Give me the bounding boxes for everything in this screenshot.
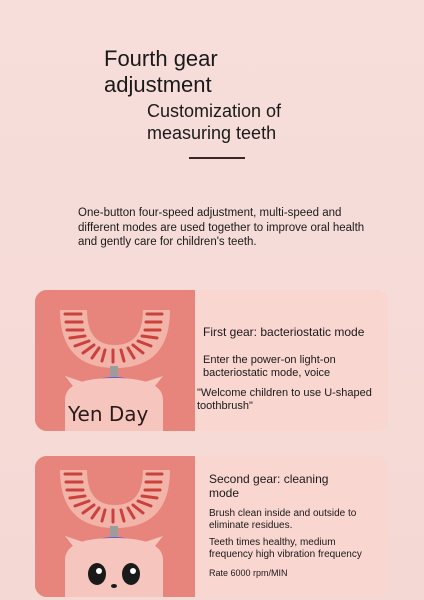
page-title: Fourth gear adjustment [104, 46, 218, 98]
card-title: First gear: bacteriostatic mode [203, 325, 365, 339]
toothbrush-image-2 [35, 456, 195, 597]
card-line-2: bacteriostatic mode, voice [203, 367, 331, 379]
card-line-1: Brush clean inside and outside to [209, 508, 357, 519]
divider [189, 157, 245, 159]
title-line-1: Fourth gear [104, 46, 218, 71]
subtitle-line-2: measuring teeth [147, 123, 277, 143]
title-line-2: adjustment [104, 72, 212, 97]
card-title-line-2: mode [209, 486, 240, 500]
card-line-5: Rate 6000 rpm/MIN [209, 568, 288, 578]
subtitle-line-1: Customization of [147, 101, 282, 121]
card-line-3: Teeth times healthy, medium [209, 537, 336, 548]
toothbrush-icon [35, 456, 195, 597]
card-text-area: First gear: bacteriostatic mode Enter th… [195, 290, 388, 431]
card-line-1: Enter the power-on light-on [203, 354, 336, 366]
watermark-text: Yen Day [68, 402, 149, 426]
feature-card-first-gear: Yen Day First gear: bacteriostatic mode … [35, 290, 388, 431]
feature-card-second-gear: Second gear: cleaning mode Brush clean i… [35, 456, 388, 597]
intro-text: One-button four-speed adjustment, multi-… [78, 207, 365, 248]
page-subtitle: Customization of measuring teeth [147, 100, 281, 144]
toothbrush-icon [35, 290, 195, 431]
card-line-2: eliminate residues. [209, 520, 293, 531]
card-text-area: Second gear: cleaning mode Brush clean i… [195, 456, 388, 597]
toothbrush-image-1: Yen Day [35, 290, 195, 431]
card-line-4: frequency high vibration frequency [209, 549, 362, 560]
card-title-line-1: Second gear: cleaning [209, 472, 329, 486]
card-line-4: toothbrush" [197, 400, 253, 412]
card-line-3: "Welcome children to use U-shaped [197, 387, 372, 399]
